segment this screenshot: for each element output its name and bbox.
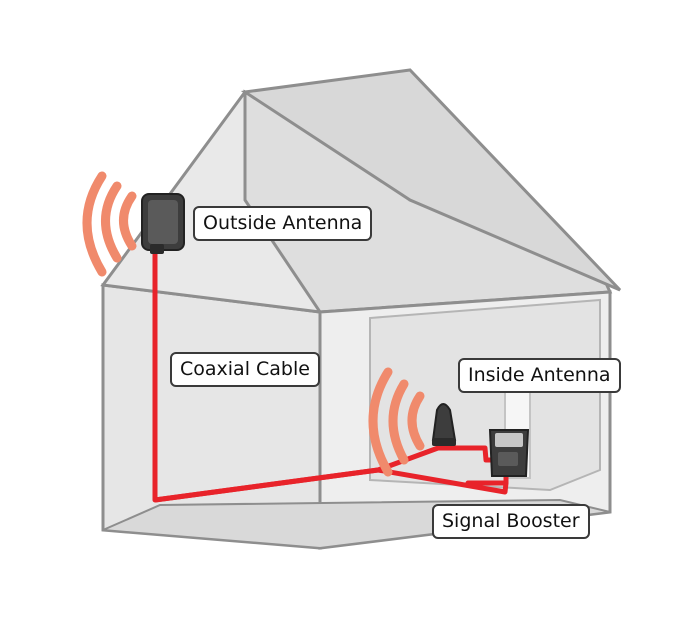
coaxial-cable-run: [154, 467, 509, 503]
inside-antenna-label: Inside Antenna: [458, 358, 621, 393]
inside-signal-waves: [368, 367, 425, 477]
coaxial-cable-label: Coaxial Cable: [170, 352, 320, 387]
dome-antenna-icon: [431, 403, 457, 446]
panel-antenna-icon: [141, 193, 185, 254]
inner-wall: [369, 298, 601, 492]
outside-antenna-label: Outside Antenna: [193, 206, 373, 241]
booster-unit-icon: [488, 429, 530, 477]
roof-top: [240, 68, 622, 292]
signal-booster-label: Signal Booster: [432, 504, 590, 539]
outside-signal-waves: [82, 171, 137, 277]
